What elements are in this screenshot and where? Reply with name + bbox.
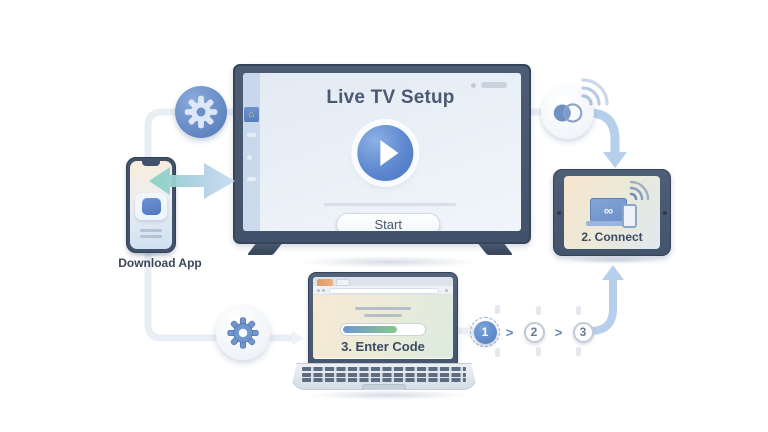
tv-screen: ⌂ Live TV Setup Start — [243, 73, 521, 231]
home-icon: ⌂ — [248, 108, 255, 120]
menu-icon[interactable] — [445, 289, 448, 292]
tv-shadow — [300, 256, 480, 268]
gear-icon — [184, 95, 218, 129]
tick-mark — [536, 306, 541, 315]
mini-phone-icon — [622, 204, 637, 228]
transfer-arrow-icon — [149, 163, 235, 199]
text-line — [364, 314, 402, 317]
settings-badge — [175, 86, 227, 138]
status-dot — [471, 82, 476, 88]
text-line — [140, 229, 162, 232]
status-bar — [481, 82, 507, 88]
tick-mark — [576, 306, 581, 315]
key-row — [302, 367, 466, 371]
code-entry-progress[interactable] — [340, 323, 426, 336]
tick-mark — [536, 347, 541, 356]
step-2: 2 — [519, 317, 549, 347]
up-arrow-icon — [586, 265, 624, 335]
mini-laptop-icon: ∞ — [590, 198, 627, 222]
key-row — [302, 372, 466, 377]
browser-tab[interactable] — [336, 279, 350, 286]
step-caption-enter-code: 3. Enter Code — [341, 339, 425, 354]
browser-content: 3. Enter Code — [313, 295, 453, 358]
gear-icon — [227, 317, 259, 349]
browser-tabbar — [313, 277, 453, 286]
settings-badge — [216, 306, 270, 360]
sidebar-item-home[interactable]: ⌂ — [244, 107, 259, 122]
divider — [323, 203, 456, 206]
text-line — [355, 307, 411, 310]
forward-icon[interactable] — [322, 289, 325, 292]
sidebar-item[interactable] — [247, 177, 256, 181]
address-field[interactable] — [329, 287, 439, 294]
step-3: 3 — [568, 317, 598, 347]
step-3-number: 3 — [572, 321, 594, 343]
start-button[interactable]: Start — [336, 213, 441, 231]
browser-window: 3. Enter Code — [313, 277, 453, 359]
sidebar-item[interactable] — [247, 133, 256, 137]
tv-setup-title: Live TV Setup — [326, 87, 455, 108]
browser-addressbar — [313, 286, 453, 295]
chevron-right-icon: > — [505, 324, 514, 340]
wifi-icon — [629, 180, 650, 200]
app-card[interactable] — [135, 193, 167, 220]
tablet-device: ∞ 2. Connect — [553, 169, 671, 256]
play-icon — [380, 140, 399, 166]
progress-fill — [343, 326, 398, 333]
camera-dot — [557, 210, 561, 215]
laptop-keyboard — [291, 363, 477, 390]
tick-mark — [495, 348, 500, 357]
chevron-right-icon: > — [554, 324, 563, 340]
tablet-screen: ∞ 2. Connect — [564, 176, 660, 249]
back-icon[interactable] — [317, 289, 320, 292]
browser-tab-active[interactable] — [317, 279, 333, 286]
tick-mark — [495, 305, 500, 314]
overlapping-circles-icon — [553, 102, 582, 123]
camera-dot — [663, 210, 667, 215]
mini-laptop-base — [586, 221, 631, 226]
play-button[interactable] — [357, 125, 414, 181]
step-1-number: 1 — [473, 320, 497, 344]
wifi-icon — [581, 78, 609, 106]
step-1: 1 — [470, 317, 500, 347]
step-indicator: 1 > 2 > 3 — [470, 312, 600, 352]
laptop-shadow — [308, 390, 468, 400]
text-line — [140, 235, 162, 238]
key-row — [302, 378, 466, 382]
step-caption-download: Download App — [118, 256, 202, 270]
tv-device: ⌂ Live TV Setup Start — [233, 64, 531, 244]
tv-status-indicators — [471, 82, 507, 88]
phone-device — [126, 157, 176, 253]
app-icon — [141, 198, 161, 215]
link-symbol: ∞ — [603, 202, 614, 218]
laptop-device: 3. Enter Code — [308, 272, 458, 364]
tick-mark — [576, 347, 581, 356]
step-caption-connect: 2. Connect — [581, 230, 643, 244]
tablet-shadow — [566, 256, 662, 264]
sidebar-item[interactable] — [247, 155, 252, 160]
phone-shadow — [130, 251, 174, 257]
tv-sidebar: ⌂ — [243, 73, 260, 231]
trackpad — [362, 383, 406, 390]
down-arrow-icon — [585, 108, 627, 168]
step-2-number: 2 — [523, 321, 545, 343]
phone-notch — [142, 161, 160, 166]
